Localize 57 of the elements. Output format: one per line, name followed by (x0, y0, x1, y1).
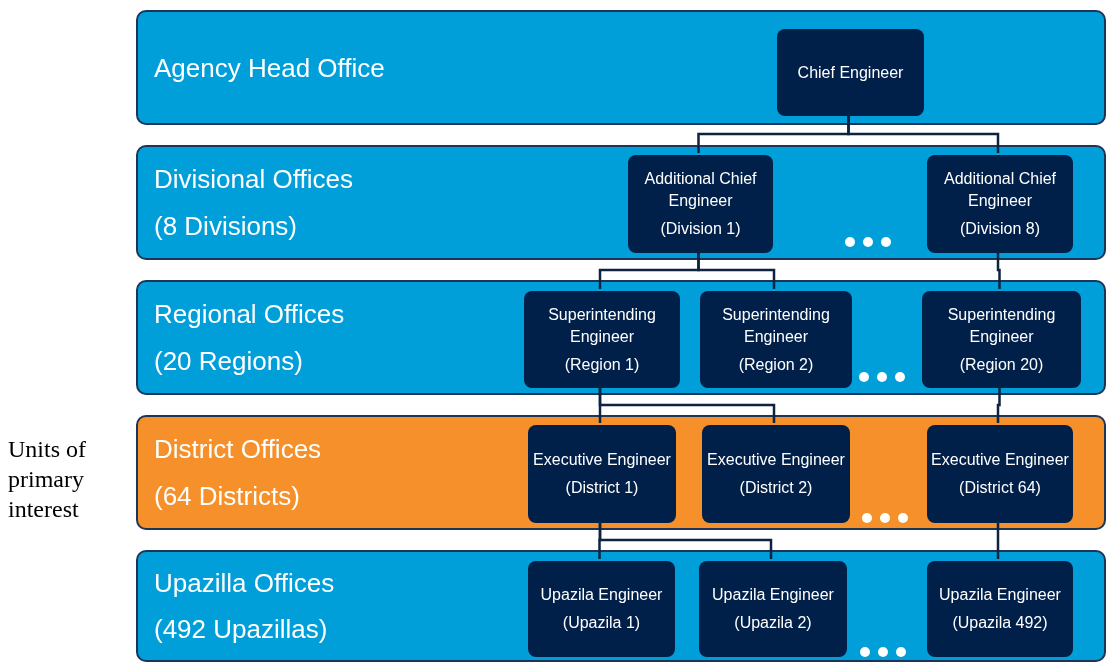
connector-line (996, 251, 1001, 289)
officer-box (777, 29, 924, 116)
level-label: District Offices (154, 432, 322, 465)
officer-box (628, 155, 773, 253)
level-label: Agency Head Office (154, 51, 385, 84)
officer-box (922, 291, 1081, 388)
side-note: Units of primary interest (8, 435, 87, 524)
officer-title: Executive Engineer (931, 450, 1069, 470)
officer-box (528, 425, 676, 523)
office-level-band (136, 280, 1106, 395)
officer-unit: (Upazila 492) (952, 613, 1048, 633)
officer-box (702, 425, 850, 523)
connector-line (598, 386, 776, 423)
officer-title: Upazila Engineer (939, 585, 1061, 605)
officer-title: Chief Engineer (797, 62, 904, 83)
officer-unit: (District 2) (739, 478, 813, 498)
officer-unit: (Upazila 2) (734, 613, 812, 633)
officer-title: Upazila Engineer (540, 585, 663, 605)
level-label: (492 Upazillas) (154, 613, 329, 645)
connector-line (996, 521, 1000, 559)
level-label: Divisional Offices (154, 162, 353, 195)
office-level-band (136, 550, 1106, 662)
officer-title: Superintending Engineer (721, 304, 831, 347)
level-label: (64 Districts) (154, 480, 301, 513)
level-label: Upazilla Offices (154, 567, 335, 599)
level-label: Regional Offices (154, 297, 345, 330)
level-label: (8 Divisions) (154, 210, 299, 243)
officer-title: Executive Engineer (707, 450, 845, 470)
officer-box (528, 561, 675, 657)
officer-box (927, 425, 1073, 523)
officer-unit: (Upazila 1) (562, 613, 641, 633)
officer-unit: (District 1) (565, 478, 639, 498)
officer-title: Executive Engineer (533, 450, 671, 470)
office-level-band (136, 10, 1106, 125)
office-level-band (136, 145, 1106, 260)
officer-box (700, 291, 852, 388)
officer-title: Superintending Engineer (946, 304, 1057, 347)
officer-unit: (Region 2) (738, 354, 814, 375)
officer-box (927, 561, 1073, 657)
connector-line (697, 251, 776, 289)
officer-unit: (Division 8) (960, 219, 1040, 239)
connector-line (996, 386, 1001, 423)
officer-unit: (District 64) (959, 478, 1041, 498)
officer-box (927, 155, 1073, 253)
officer-title: Superintending Engineer (547, 304, 657, 347)
officer-box (524, 291, 680, 388)
connector-line (598, 521, 773, 559)
officer-title: Additional Chief Engineer (643, 169, 758, 211)
connector-line (847, 114, 1000, 153)
officer-title: Upazila Engineer (712, 585, 834, 605)
officer-unit: (Region 1) (564, 354, 640, 375)
officer-box (699, 561, 847, 657)
officer-unit: (Region 20) (959, 354, 1044, 375)
officer-title: Additional Chief Engineer (942, 169, 1058, 211)
level-label: (20 Regions) (154, 345, 304, 378)
officer-unit: (Division 1) (660, 219, 741, 239)
office-level-band (136, 415, 1106, 530)
